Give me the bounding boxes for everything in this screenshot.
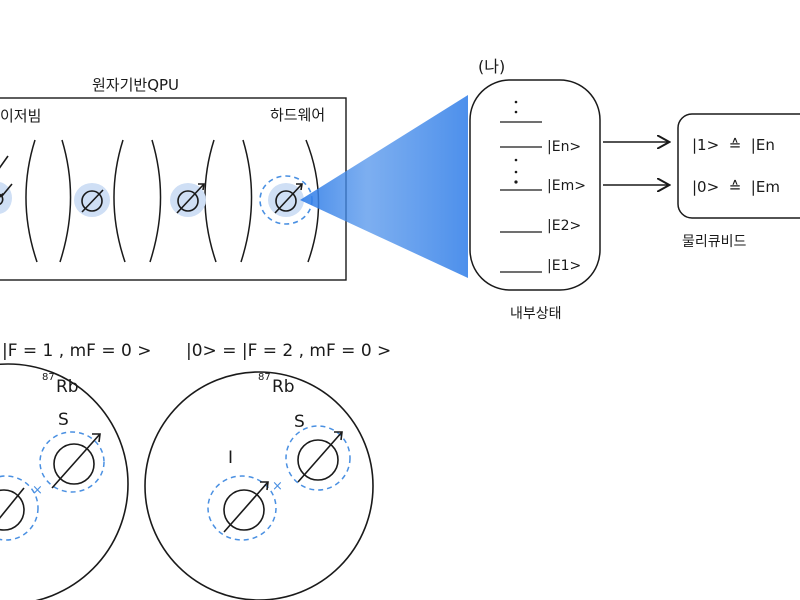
svg-text:87: 87 (42, 372, 55, 383)
qubit-state-0: |0> ≙ |Em (692, 178, 780, 196)
svg-text:I: I (228, 448, 233, 468)
qubit-state-1: |1> ≙ |En (692, 136, 775, 154)
energy-level-1: |E1> (500, 258, 581, 274)
hardware-label: 하드웨어 (270, 106, 325, 124)
trapped-atom-edge (0, 155, 13, 197)
energy-level-n: |En> (500, 139, 581, 155)
panel-label: (나) (478, 57, 505, 76)
svg-text:×: × (272, 479, 283, 494)
trapped-atom: ⌀ (0, 182, 12, 214)
internal-states-caption: 내부상태 (510, 306, 562, 322)
internal-states-box (469, 79, 601, 291)
svg-text:|E1>: |E1> (547, 258, 581, 274)
internal-states-panel: (나) |En> |Em> |E2> |E1> 내부상태 (469, 57, 601, 322)
rb-atom-right: 87 Rb S I × (144, 371, 374, 600)
right-state-equation: |0> = |F = 2 , mF = 0 > (186, 341, 391, 361)
svg-text:|Em>: |Em> (547, 178, 586, 194)
qpu-panel: 원자기반QPU 이저빔 하드웨어 ⌀ (0, 76, 347, 281)
rb-atom-left: 87 Rb S × (0, 363, 129, 600)
svg-text:87: 87 (258, 372, 271, 383)
qubit-box (677, 113, 800, 219)
svg-text:S: S (58, 410, 69, 430)
trapped-atom (74, 183, 110, 217)
energy-level-2: |E2> (500, 218, 581, 234)
zoom-beam (300, 95, 468, 278)
svg-text:|En>: |En> (547, 139, 581, 155)
svg-text:|E2>: |E2> (547, 218, 581, 234)
qubit-caption: 물리큐비드 (682, 234, 747, 250)
svg-text:Rb: Rb (272, 377, 295, 397)
qpu-title: 원자기반QPU (92, 76, 179, 94)
svg-text:S: S (294, 412, 305, 432)
physical-qubit-panel: |1> ≙ |En |0> ≙ |Em 물리큐비드 (677, 113, 800, 250)
left-state-equation: |F = 1 , mF = 0 > (2, 341, 151, 361)
trapped-atom (170, 183, 206, 217)
svg-text:⌀: ⌀ (0, 185, 4, 213)
energy-level-m: |Em> (500, 178, 586, 194)
svg-text:Rb: Rb (56, 377, 79, 397)
laser-beam-label: 이저빔 (0, 107, 41, 125)
svg-text:×: × (32, 483, 43, 498)
